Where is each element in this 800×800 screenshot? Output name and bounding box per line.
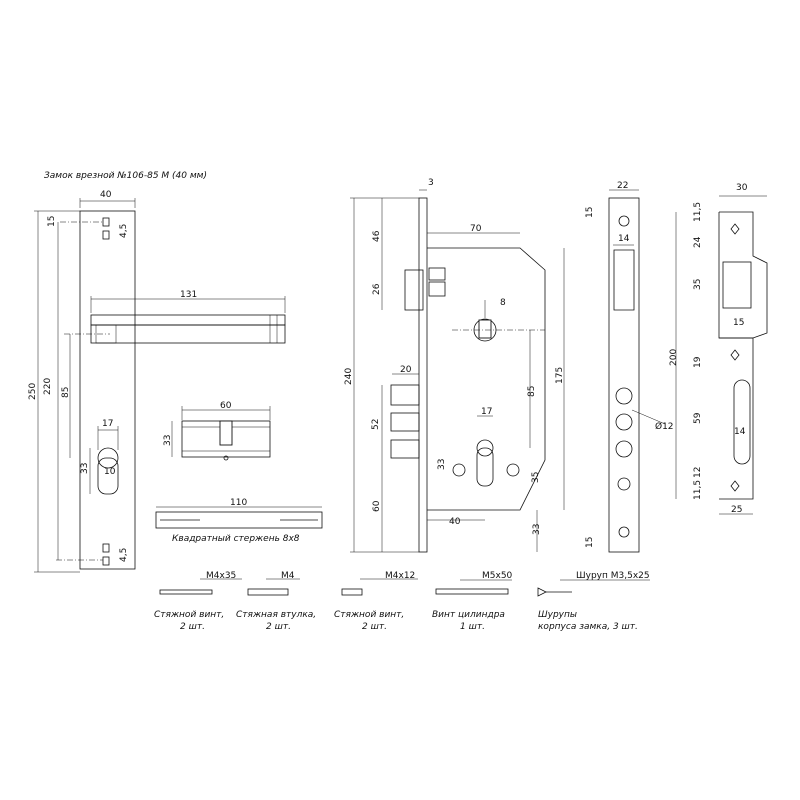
strike-plate-view: 30 15 14 200 11,5 24 35 19 59 12 11,5 25 <box>669 183 768 515</box>
dim-cyl-h: 33 <box>437 459 447 470</box>
faceplate-view: 22 15 14 Ø12 15 <box>585 181 674 553</box>
dim-strike-lower: 12 <box>693 467 703 478</box>
dim-top-hole: 15 <box>47 216 57 227</box>
dim-cyl-w: 17 <box>481 407 492 417</box>
dim-screw-bottom: 4,5 <box>119 548 129 562</box>
part-5-qty: корпуса замка, 3 шт. <box>538 622 638 632</box>
plate-outline <box>79 210 136 570</box>
part-5-name: Шурупы <box>538 610 577 620</box>
part-4-spec: М5х50 <box>482 571 513 581</box>
part-3-qty: 2 шт. <box>362 622 387 632</box>
dim-strike-top: 11,5 <box>693 202 703 222</box>
faceplate-top-screw <box>618 215 630 227</box>
dim-backset-c: 85 <box>527 386 537 397</box>
dim-strike-latch-h: 35 <box>693 279 703 290</box>
faceplate-outline <box>608 197 640 553</box>
strike-screw-top <box>730 223 740 235</box>
part-screw-m4x12 <box>341 588 363 596</box>
dim-screw-top: 4,5 <box>119 224 129 238</box>
cylinder-keyhole <box>97 447 119 469</box>
handle-plate-view: 40 15 4,5 131 17 10 33 4,5 250 220 <box>28 190 286 573</box>
dim-bolt-span: 52 <box>371 419 381 430</box>
dim-backset-total: 175 <box>555 367 565 384</box>
dim-bolt-dia: Ø12 <box>655 421 674 432</box>
dim-cyl-height: 33 <box>80 463 90 474</box>
part-3-name: Стяжной винт, <box>334 610 404 620</box>
dim-latch-top: 46 <box>372 230 382 242</box>
dim-strike-slot-w: 14 <box>734 427 746 437</box>
lock-case <box>427 247 546 511</box>
faceplate-latch-slot <box>613 249 635 311</box>
spindle-view: 110 Квадратный стержень 8х8 <box>155 498 323 544</box>
part-3-spec: М4х12 <box>385 571 415 581</box>
latch-bolt <box>404 269 424 311</box>
part-2-name: Стяжная втулка, <box>236 610 316 620</box>
spindle-label: Квадратный стержень 8х8 <box>172 534 300 544</box>
dim-body-height: 240 <box>344 368 354 385</box>
dim-cyl-offset: 17 <box>102 419 113 429</box>
dim-fp-top: 15 <box>585 207 595 218</box>
part-4-qty: 1 шт. <box>460 622 485 632</box>
top-screw-hole <box>102 217 110 227</box>
part-screw-m4x35 <box>159 589 213 595</box>
spindle-bar <box>155 511 323 529</box>
part-2-spec: М4 <box>281 571 295 581</box>
dim-strike-slot: 59 <box>693 412 703 424</box>
drawing-title: Замок врезной №106-85 М (40 мм) <box>44 171 207 181</box>
lock-faceplate <box>418 197 428 553</box>
dim-strike-height: 200 <box>669 349 679 366</box>
handle-lever <box>90 314 286 326</box>
bottom-screw-hole <box>102 543 110 553</box>
part-1-spec: М4х35 <box>206 571 236 581</box>
dim-latch-h: 26 <box>372 283 382 295</box>
part-2-qty: 2 шт. <box>266 622 291 632</box>
dim-strike-width: 30 <box>736 183 748 193</box>
dim-cylinder-height: 33 <box>163 435 173 446</box>
part-4-name: Винт цилиндра <box>432 610 505 620</box>
dim-spindle-hole: 8 <box>500 298 506 308</box>
dim-handle-cyl: 85 <box>61 387 71 398</box>
dim-plate-height: 250 <box>28 383 38 400</box>
strike-bolt-slot <box>733 379 751 465</box>
dim-backset: 40 <box>449 517 461 527</box>
dim-strike-latch-w: 15 <box>733 318 744 328</box>
part-cylinder-screw <box>435 588 509 595</box>
dim-bolt-gap: 20 <box>400 365 412 375</box>
part-5-spec: Шуруп М3,5х25 <box>576 571 650 581</box>
dim-fp-inner: 14 <box>618 234 630 244</box>
part-1-qty: 2 шт. <box>180 622 205 632</box>
strike-latch-opening <box>722 261 752 309</box>
lock-body-view: 3 70 8 20 52 17 33 35 40 240 <box>344 178 565 553</box>
dim-handle-length: 131 <box>180 290 197 300</box>
dim-cyl-width: 10 <box>104 467 116 477</box>
dim-strike-bottom: 11,5 <box>693 480 703 500</box>
dim-fp-bottom: 15 <box>585 537 595 548</box>
dim-cyl-lower: 35 <box>531 472 541 483</box>
deadbolt-1 <box>390 384 420 406</box>
dim-body-depth: 70 <box>470 224 482 234</box>
dim-strike-gap: 24 <box>693 236 703 248</box>
parts-list: М4х35 Стяжной винт, 2 шт. М4 Стяжная вту… <box>154 571 650 632</box>
dim-faceplate-width: 22 <box>617 181 628 191</box>
dim-cyl-length: 60 <box>220 401 232 411</box>
part-1-name: Стяжной винт, <box>154 610 224 620</box>
dim-corner: 33 <box>532 524 542 535</box>
dim-plate-width: 40 <box>100 190 112 200</box>
dim-plate-mount: 220 <box>43 378 53 395</box>
faceplate-bolt-1 <box>615 387 633 405</box>
dim-spindle-length: 110 <box>230 498 247 508</box>
cylinder-cutout <box>476 439 494 457</box>
dim-strike-bottom-w: 25 <box>731 505 742 515</box>
part-sleeve-m4 <box>247 588 289 596</box>
dim-face-thick: 3 <box>428 178 434 188</box>
faceplate-bottom-screw <box>618 526 630 538</box>
dim-bottom-off: 60 <box>372 500 382 512</box>
cylinder-view: 60 33 <box>163 401 271 461</box>
dim-strike-mid: 19 <box>693 356 703 368</box>
